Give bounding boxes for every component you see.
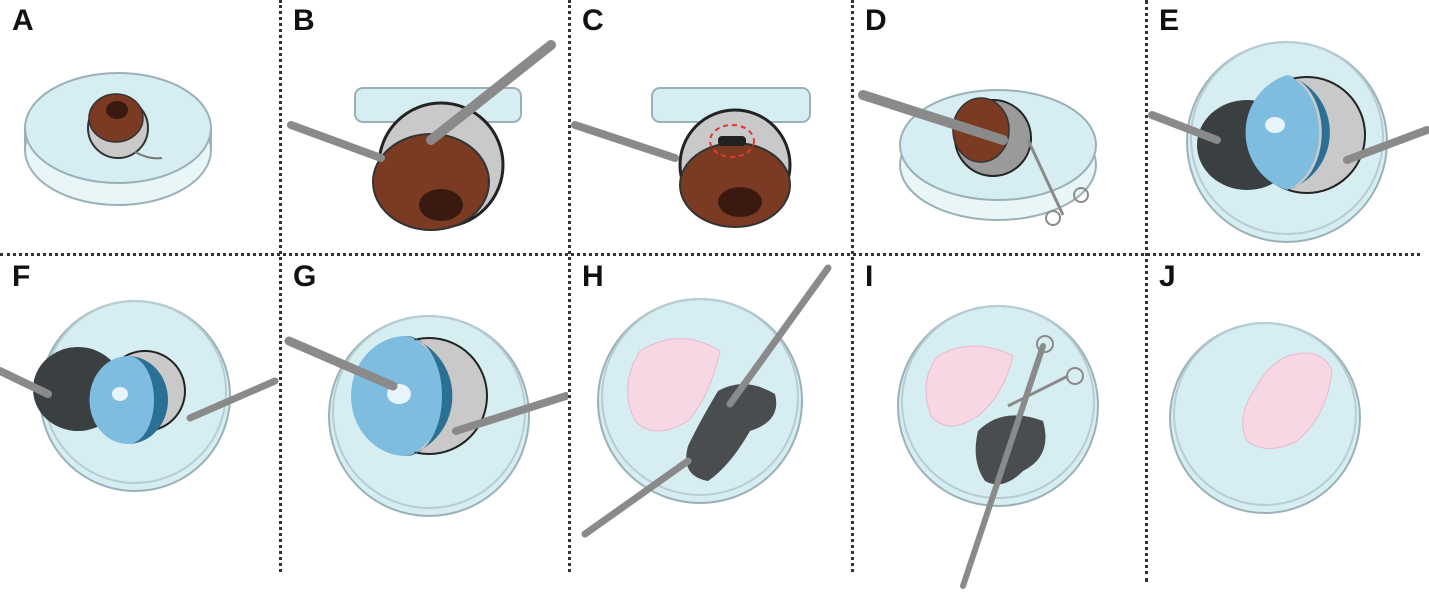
panel-label: F <box>12 260 31 293</box>
panel-g-illustration <box>284 315 568 517</box>
panel-label: D <box>865 4 887 37</box>
panel-i: I <box>853 256 1145 592</box>
panel-b: B <box>281 0 568 253</box>
panel-h: H <box>570 256 851 576</box>
forceps-icon <box>581 457 692 538</box>
panel-c: C <box>570 0 851 253</box>
forceps-icon <box>287 121 385 162</box>
panel-j: J <box>1147 256 1429 576</box>
panel-a-illustration <box>24 72 212 206</box>
panel-c-illustration <box>571 87 811 228</box>
panel-d-illustration <box>858 89 1097 226</box>
panel-label: E <box>1159 4 1180 37</box>
separator-vertical <box>1145 0 1148 582</box>
panel-g: G <box>281 256 568 576</box>
panel-a: A <box>0 0 279 253</box>
forceps-icon <box>858 90 1008 145</box>
forceps-icon <box>960 343 1046 589</box>
scissors-icon <box>1026 139 1065 216</box>
forceps-icon <box>0 367 52 398</box>
panel-label: J <box>1159 260 1176 293</box>
panel-label: A <box>12 4 34 37</box>
forceps-icon <box>1148 111 1221 144</box>
forceps-icon <box>452 392 568 435</box>
retina-tissue <box>1242 352 1333 449</box>
scissors-icon <box>1036 335 1054 353</box>
forceps-icon <box>1343 126 1429 164</box>
panel-i-illustration <box>897 305 1099 589</box>
scalpel-icon <box>426 40 556 145</box>
panel-e-illustration <box>1148 41 1429 243</box>
panel-label: B <box>293 4 315 37</box>
panel-label: I <box>865 260 874 293</box>
separator-vertical <box>568 0 571 572</box>
separator-vertical <box>279 0 282 572</box>
forceps-icon <box>571 121 679 162</box>
panel-j-illustration <box>1169 322 1361 514</box>
separator-horizontal <box>0 253 1420 256</box>
panel-f: F <box>0 256 279 576</box>
panel-e: E <box>1147 0 1429 253</box>
separator-vertical <box>851 0 854 572</box>
panel-h-illustration <box>581 264 832 538</box>
panel-label: G <box>293 260 317 293</box>
forceps-icon <box>726 264 832 408</box>
panel-label: H <box>582 260 604 293</box>
panel-b-illustration <box>287 40 556 231</box>
forceps-icon <box>284 336 398 391</box>
panel-f-illustration <box>0 300 279 492</box>
panel-d: D <box>853 0 1145 253</box>
panel-label: C <box>582 4 604 37</box>
forceps-icon <box>186 377 279 422</box>
incision-marker <box>709 124 755 158</box>
